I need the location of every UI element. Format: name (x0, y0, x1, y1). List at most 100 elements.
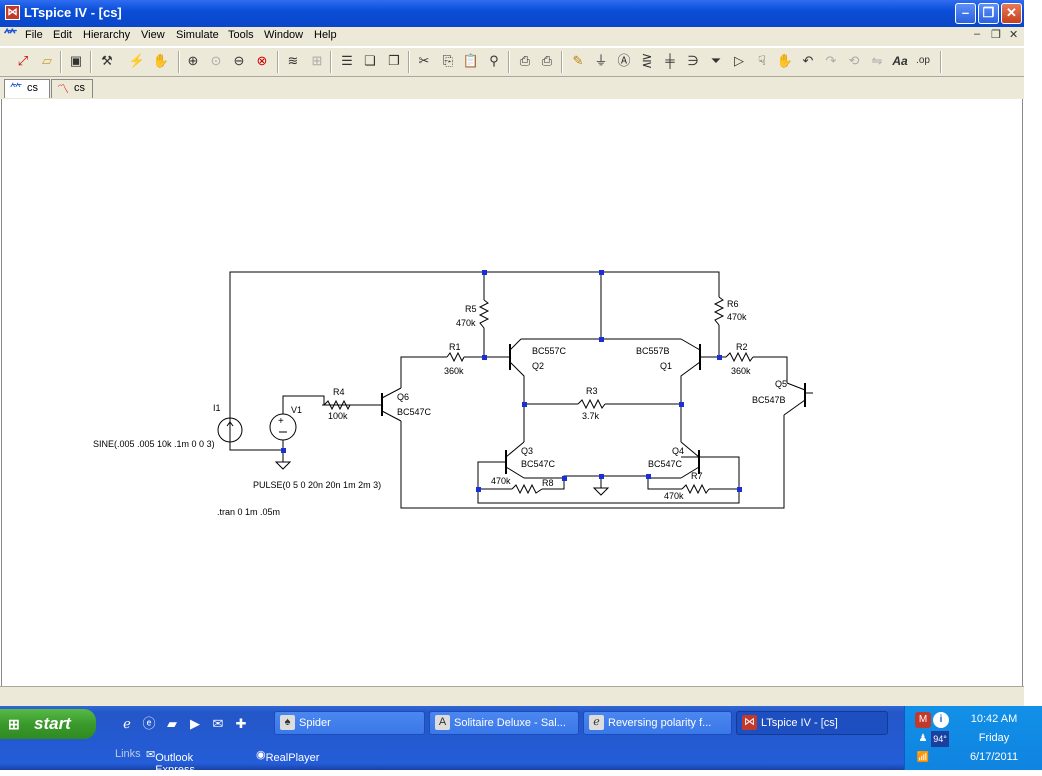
ltspice-app-icon[interactable]: ⋈ (5, 5, 20, 20)
links-toolbar: Links ✉ Outlook Express ◉ RealPlayer (100, 744, 900, 776)
zoom-out-icon[interactable]: ⊖ (233, 53, 245, 68)
resistor-icon[interactable]: ⋛ (641, 53, 653, 68)
schematic-canvas[interactable]: + R5 470k R6 470k R1 360k R2 360k R3 3.7… (1, 99, 1023, 686)
open-folder-icon[interactable]: ▱ (42, 53, 52, 68)
r3-value: 3.7k (582, 411, 600, 421)
task-reversing-polarity-label: Reversing polarity f... (608, 717, 712, 729)
task-solitaire[interactable]: A Solitaire Deluxe - Sal... (429, 711, 579, 735)
mirror-icon[interactable]: ⇋ (871, 53, 883, 68)
menu-file[interactable]: File (25, 29, 43, 41)
drag-icon[interactable]: ✋ (776, 53, 794, 68)
mdi-restore-button[interactable]: ❐ (991, 29, 1001, 41)
internet-explorer-icon[interactable]: ℯ (123, 716, 131, 731)
internet-explorer-icon: ℯ (589, 715, 604, 730)
chat-icon[interactable]: ✉ (212, 716, 224, 731)
menu-tools[interactable]: Tools (228, 29, 254, 41)
component-icon[interactable]: ▷ (734, 53, 744, 68)
r2-value: 360k (731, 366, 751, 376)
tile-horizontal-icon[interactable]: ☰ (341, 53, 353, 68)
close-button[interactable]: ✕ (1001, 3, 1022, 24)
menu-help[interactable]: Help (314, 29, 337, 41)
print-icon[interactable]: ⎙ (541, 53, 553, 68)
text-icon[interactable]: Aa (892, 54, 908, 68)
cut-icon[interactable]: ✂ (418, 53, 430, 68)
grid-icon[interactable]: ⊞ (311, 53, 323, 68)
restore-button[interactable]: ❐ (978, 3, 999, 24)
tab-bar: ⺮ cs 〽 cs (0, 77, 1024, 99)
redo-icon[interactable]: ↷ (825, 53, 837, 68)
undo-icon[interactable]: ↶ (802, 53, 814, 68)
mdi-close-button[interactable]: ✕ (1009, 29, 1019, 41)
tile-vertical-icon[interactable]: ❐ (388, 53, 400, 68)
capacitor-icon[interactable]: ╪ (665, 53, 675, 68)
info-icon[interactable]: i (933, 712, 949, 728)
zoom-fit-icon[interactable]: ⊗ (256, 53, 268, 68)
new-schematic-icon[interactable]: ⤢ (17, 53, 29, 68)
diode-icon[interactable]: ⏷ (710, 53, 722, 68)
mcafee-icon[interactable]: M (915, 712, 931, 728)
weather-temp[interactable]: 94° (931, 731, 949, 747)
r8-name: R8 (542, 478, 554, 488)
realplayer-link[interactable]: ◉ RealPlayer (256, 749, 320, 764)
minimize-button[interactable]: – (955, 3, 976, 24)
task-reversing-polarity[interactable]: ℯ Reversing polarity f... (583, 711, 732, 735)
schematic-icon: ⺮ (9, 82, 22, 96)
spider-icon: ♠ (280, 715, 295, 730)
inductor-icon[interactable]: ∋ (687, 53, 699, 68)
pan-icon[interactable]: ⊙ (210, 53, 222, 68)
taskbar: ⊞ start ℯ ⓔ ▰ ▶ ✉ ✚ ♠ Spider A Solitaire… (0, 706, 1042, 776)
cascade-icon[interactable]: ❏ (364, 53, 376, 68)
zoom-in-icon[interactable]: ⊕ (187, 53, 199, 68)
r3-name: R3 (586, 386, 598, 396)
copy-icon[interactable]: ⎘ (442, 53, 454, 68)
halt-icon[interactable]: ✋ (152, 53, 170, 68)
rotate-icon[interactable]: ⟲ (848, 53, 860, 68)
v1-symbol (269, 413, 297, 441)
r5-name: R5 (465, 304, 477, 314)
mdi-minimize-button[interactable]: – (974, 28, 981, 40)
title-bar[interactable]: ⋈ LTspice IV - [cs] – ❐ ✕ (0, 0, 1024, 27)
menu-window[interactable]: Window (264, 29, 304, 41)
schematic-doc-icon[interactable]: ⺮ (4, 28, 18, 43)
r1-symbol (446, 351, 465, 363)
wireless-icon[interactable]: 📶 (916, 752, 930, 763)
label-net-icon[interactable]: Ⓐ (617, 53, 631, 68)
draw-wire-icon[interactable]: ✎ (572, 53, 584, 68)
q5-name: Q5 (775, 379, 787, 389)
r4-name: R4 (333, 387, 345, 397)
control-panel-icon[interactable]: ⚒ (101, 53, 113, 68)
paste-icon[interactable]: 📋 (462, 53, 480, 68)
ground-icon[interactable]: ⏚ (594, 53, 608, 68)
menu-edit[interactable]: Edit (53, 29, 72, 41)
move-icon[interactable]: ☟ (758, 53, 766, 68)
find-icon[interactable]: ⚲ (489, 53, 499, 68)
user-icon[interactable]: ♟ (918, 733, 928, 744)
task-ltspice[interactable]: ⋈ LTspice IV - [cs] (736, 711, 888, 735)
media-player-icon[interactable]: ▶ (190, 716, 200, 731)
tab-schematic-label: cs (27, 82, 38, 94)
outlook-express-label: Outlook Express (155, 752, 195, 776)
tab-waveform[interactable]: 〽 cs (51, 79, 93, 98)
q4-name: Q4 (672, 446, 684, 456)
autorange-icon[interactable]: ≋ (287, 53, 299, 68)
spice-directive-icon[interactable]: .op (916, 55, 930, 66)
r6-value: 470k (727, 312, 747, 322)
clock-time[interactable]: 10:42 AM (970, 713, 1018, 725)
menu-hierarchy[interactable]: Hierarchy (83, 29, 131, 41)
print-preview-icon[interactable]: ⎙ (519, 53, 531, 68)
status-bar (0, 686, 1024, 706)
folder-icon[interactable]: ▰ (167, 716, 177, 731)
tab-schematic[interactable]: ⺮ cs (4, 79, 50, 98)
picasa-icon[interactable]: ✚ (235, 716, 247, 731)
menu-simulate[interactable]: Simulate (176, 29, 219, 41)
save-icon[interactable]: ▣ (69, 53, 83, 68)
schematic-drawing[interactable]: + R5 470k R6 470k R1 360k R2 360k R3 3.7… (2, 99, 1022, 686)
clock-day: Friday (978, 732, 1010, 744)
ie-alt-icon[interactable]: ⓔ (142, 716, 156, 731)
start-button[interactable]: ⊞ start (0, 709, 96, 739)
q2-name: Q2 (532, 361, 544, 371)
outlook-express-link[interactable]: ✉ Outlook Express (146, 749, 195, 776)
menu-view[interactable]: View (141, 29, 165, 41)
run-icon[interactable]: ⚡ (128, 53, 146, 68)
task-spider[interactable]: ♠ Spider (274, 711, 425, 735)
